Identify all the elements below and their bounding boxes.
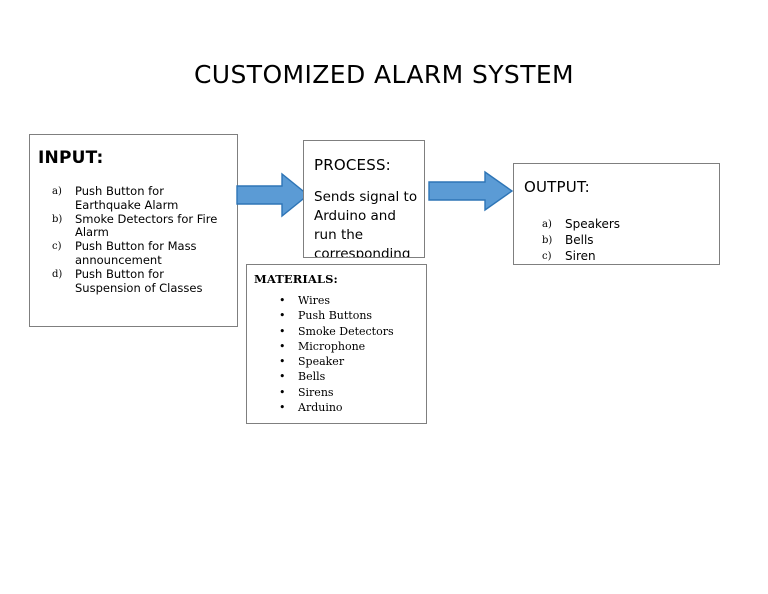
arrow-input-to-process-icon (236, 172, 310, 218)
input-item-list: a) Push Button for Earthquake Alarm b) S… (52, 184, 232, 296)
list-marker: d) (52, 269, 63, 281)
list-item-label: Push Button for Suspension of Classes (75, 267, 203, 295)
bullet-icon: • (279, 385, 286, 399)
list-item: b) Bells (542, 233, 712, 249)
list-marker: b) (52, 213, 63, 225)
arrow-process-to-output-icon (428, 170, 514, 212)
bullet-icon: • (279, 370, 286, 384)
list-marker: c) (542, 251, 552, 262)
list-marker: a) (52, 186, 62, 197)
list-marker: a) (542, 219, 552, 230)
list-item-label: Arduino (298, 401, 343, 415)
materials-item-list: • Wires • Push Buttons • Smoke Detectors… (277, 293, 422, 415)
process-box-heading: PROCESS: (314, 156, 391, 174)
bullet-icon: • (279, 294, 286, 307)
list-marker: c) (52, 241, 62, 253)
list-item: d) Push Button for Suspension of Classes (52, 267, 232, 295)
list-item: c) Push Button for Mass announcement (52, 240, 232, 267)
list-item: • Push Buttons (277, 308, 422, 323)
bullet-icon: • (279, 401, 286, 415)
list-item: c) Siren (542, 249, 712, 264)
bullet-icon: • (279, 355, 286, 369)
materials-box-heading: MATERIALS: (254, 272, 338, 286)
list-item-label: Speakers (565, 217, 621, 231)
list-item-label: Speaker (298, 355, 345, 369)
list-item: a) Speakers (542, 217, 712, 233)
page-title: CUSTOMIZED ALARM SYSTEM (193, 60, 575, 89)
output-item-list: a) Speakers b) Bells c) Siren (542, 217, 712, 264)
list-item: • Arduino (277, 400, 422, 415)
list-item-label: Smoke Detectors for Fire Alarm (75, 211, 218, 240)
list-item: b) Smoke Detectors for Fire Alarm (52, 211, 232, 240)
list-item-label: Sirens (298, 385, 334, 399)
list-item: • Bells (277, 369, 422, 384)
input-box: INPUT: a) Push Button for Earthquake Ala… (29, 134, 238, 327)
list-marker: b) (542, 235, 553, 246)
list-item: • Smoke Detectors (277, 324, 422, 339)
list-item-label: Bells (565, 233, 594, 247)
bullet-icon: • (279, 339, 286, 353)
bullet-icon: • (279, 324, 286, 338)
list-item: • Speaker (277, 354, 422, 369)
process-box-text: Sends signal to Arduino and run the corr… (314, 189, 418, 258)
output-box: OUTPUT: a) Speakers b) Bells c) Siren (513, 163, 720, 265)
list-item: a) Push Button for Earthquake Alarm (52, 184, 232, 212)
list-item: • Wires (277, 293, 422, 308)
list-item-label: Siren (565, 249, 596, 263)
list-item-label: Wires (298, 294, 331, 307)
list-item-label: Microphone (298, 339, 366, 353)
list-item-label: Push Button for Mass announcement (75, 239, 197, 267)
input-box-heading: INPUT: (38, 148, 104, 168)
list-item-label: Push Button for Earthquake Alarm (75, 184, 179, 212)
materials-box: MATERIALS: • Wires • Push Buttons • Smok… (246, 264, 427, 424)
list-item-label: Bells (298, 370, 326, 384)
list-item-label: Push Buttons (298, 309, 373, 323)
list-item: • Microphone (277, 339, 422, 354)
list-item: • Sirens (277, 385, 422, 400)
process-box: PROCESS: Sends signal to Arduino and run… (303, 140, 425, 258)
list-item-label: Smoke Detectors (298, 324, 394, 338)
bullet-icon: • (279, 309, 286, 323)
output-box-heading: OUTPUT: (524, 178, 590, 196)
